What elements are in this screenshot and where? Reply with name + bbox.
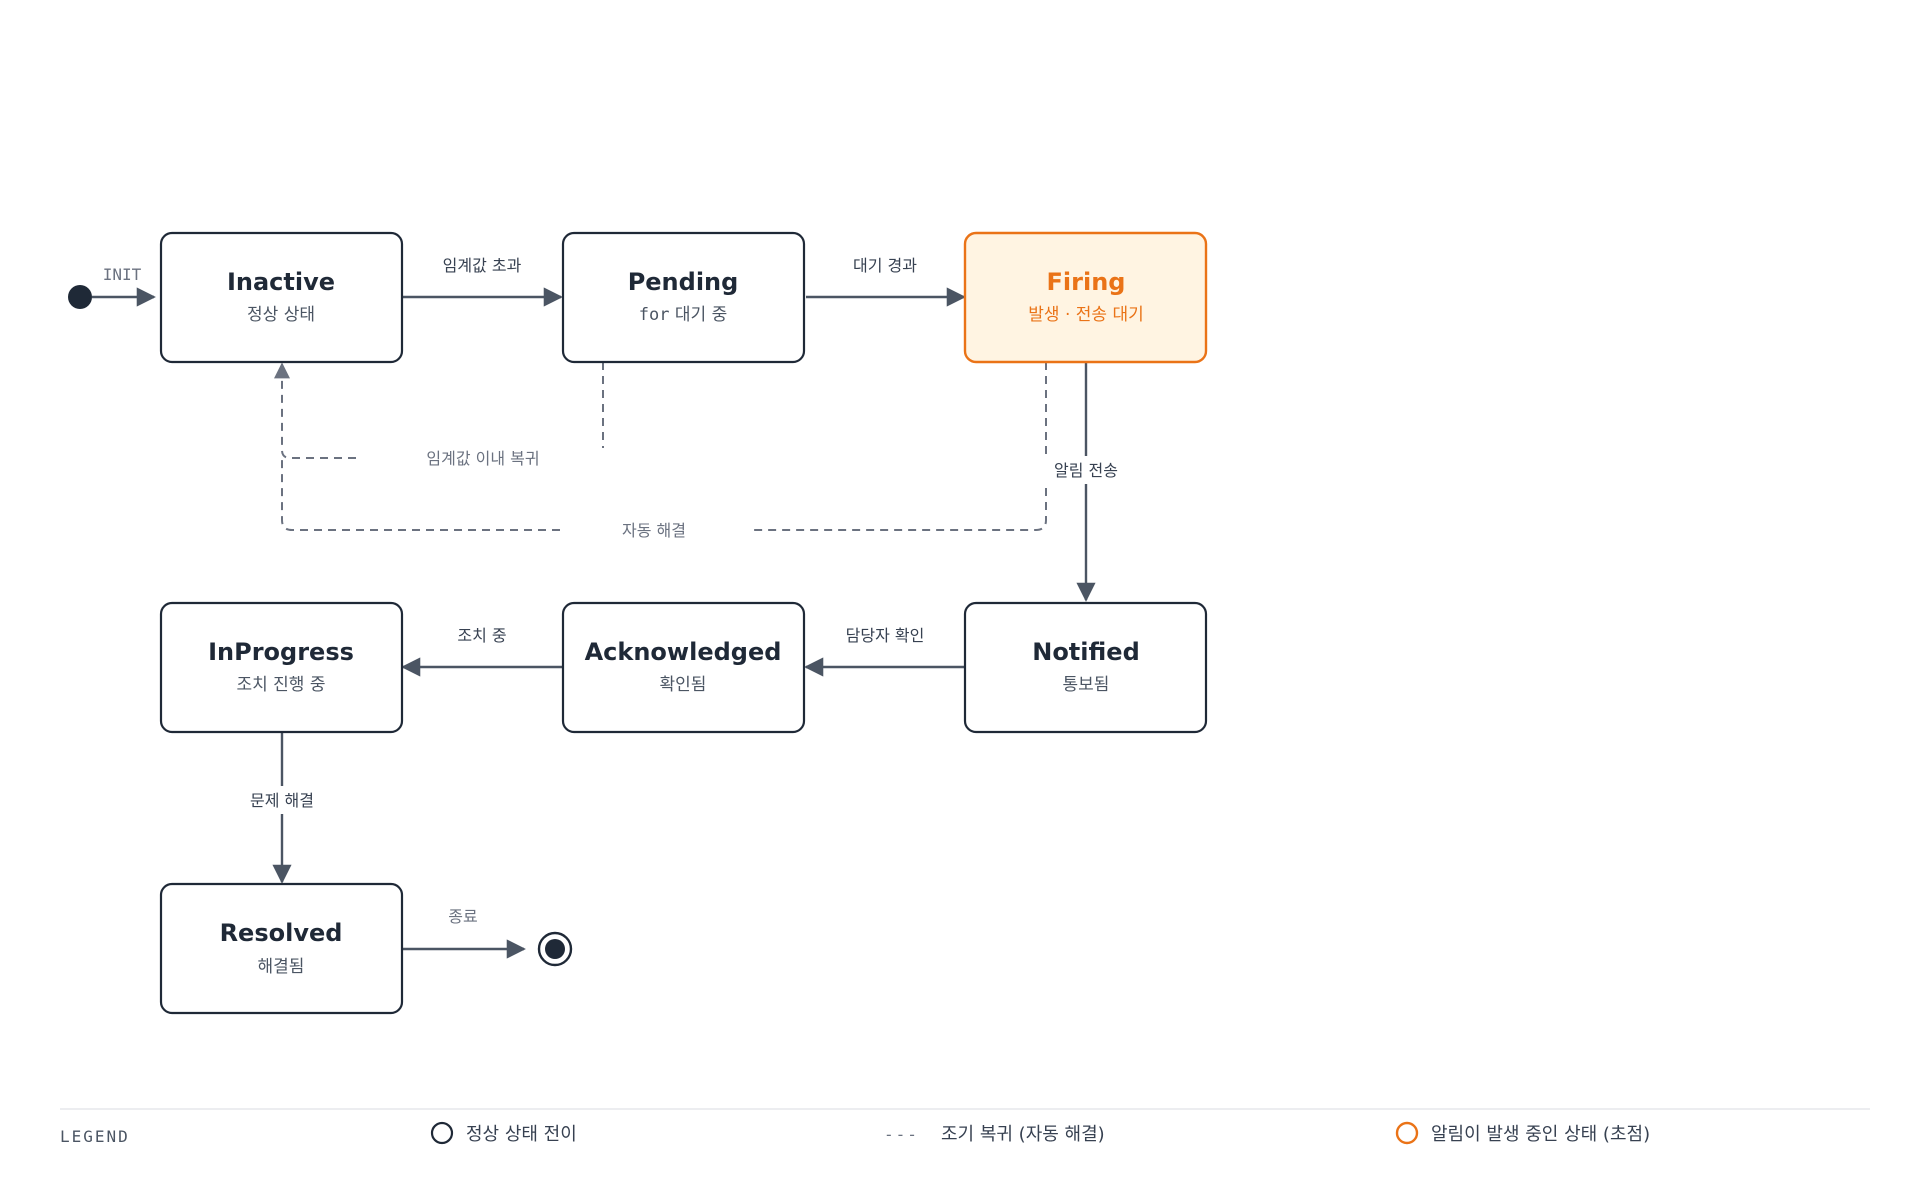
state-subtitle-code: for [639, 305, 670, 325]
label-pending-to-inactive: 임계값 이내 복귀 [426, 449, 539, 468]
init-label: INIT [103, 265, 142, 284]
edge-firing-to-inactive [281, 362, 1047, 531]
state-pending: Pending for 대기 중 [561, 231, 806, 364]
label-acknowledged-to-inprogress: 조치 중 [457, 626, 506, 645]
state-inactive: Inactive 정상 상태 [159, 231, 404, 364]
state-subtitle: 발생 · 전송 대기 [1028, 305, 1143, 325]
state-title: Firing [1047, 268, 1126, 296]
state-subtitle-text: 대기 중 [669, 305, 727, 325]
state-subtitle: 확인됨 [660, 675, 707, 695]
final-state-dot [545, 939, 565, 959]
legend-title: LEGEND [60, 1127, 130, 1146]
state-firing: Firing 발생 · 전송 대기 [963, 231, 1208, 364]
state-title: Acknowledged [585, 638, 782, 666]
legend-dashed-label: 조기 복귀 (자동 해결) [941, 1124, 1105, 1145]
label-notified-to-acknowledged: 담당자 확인 [846, 626, 925, 645]
edge-pending-to-inactive [281, 362, 604, 459]
state-subtitle: 통보됨 [1063, 675, 1110, 695]
label-firing-to-notified: 알림 전송 [1054, 461, 1118, 480]
state-subtitle: 정상 상태 [247, 305, 315, 325]
initial-state-dot [68, 285, 92, 309]
state-title: Pending [628, 268, 739, 296]
state-title: InProgress [208, 638, 354, 666]
label-inprogress-to-resolved: 문제 해결 [250, 791, 314, 810]
state-acknowledged: Acknowledged 확인됨 [561, 601, 806, 734]
label-resolved-to-end: 종료 [448, 907, 477, 926]
state-inprogress: InProgress 조치 진행 중 [159, 601, 404, 734]
state-title: Inactive [227, 268, 335, 296]
label-firing-to-inactive: 자동 해결 [622, 521, 686, 540]
state-subtitle: 조치 진행 중 [236, 675, 325, 695]
label-inactive-to-pending: 임계값 초과 [443, 256, 522, 275]
label-pending-to-firing: 대기 경과 [853, 256, 917, 275]
state-notified: Notified 통보됨 [963, 601, 1208, 734]
legend-focus-label: 알림이 발생 중인 상태 (초점) [1431, 1124, 1650, 1145]
legend-normal-icon [430, 1121, 454, 1145]
legend-focus-icon [1395, 1121, 1419, 1145]
state-resolved: Resolved 해결됨 [159, 882, 404, 1015]
legend-dashed-icon: --- [884, 1125, 919, 1144]
state-subtitle: for 대기 중 [639, 305, 727, 325]
state-title: Resolved [220, 919, 343, 947]
state-subtitle: 해결됨 [258, 957, 305, 977]
state-title: Notified [1032, 638, 1140, 666]
legend-normal-label: 정상 상태 전이 [466, 1124, 577, 1145]
